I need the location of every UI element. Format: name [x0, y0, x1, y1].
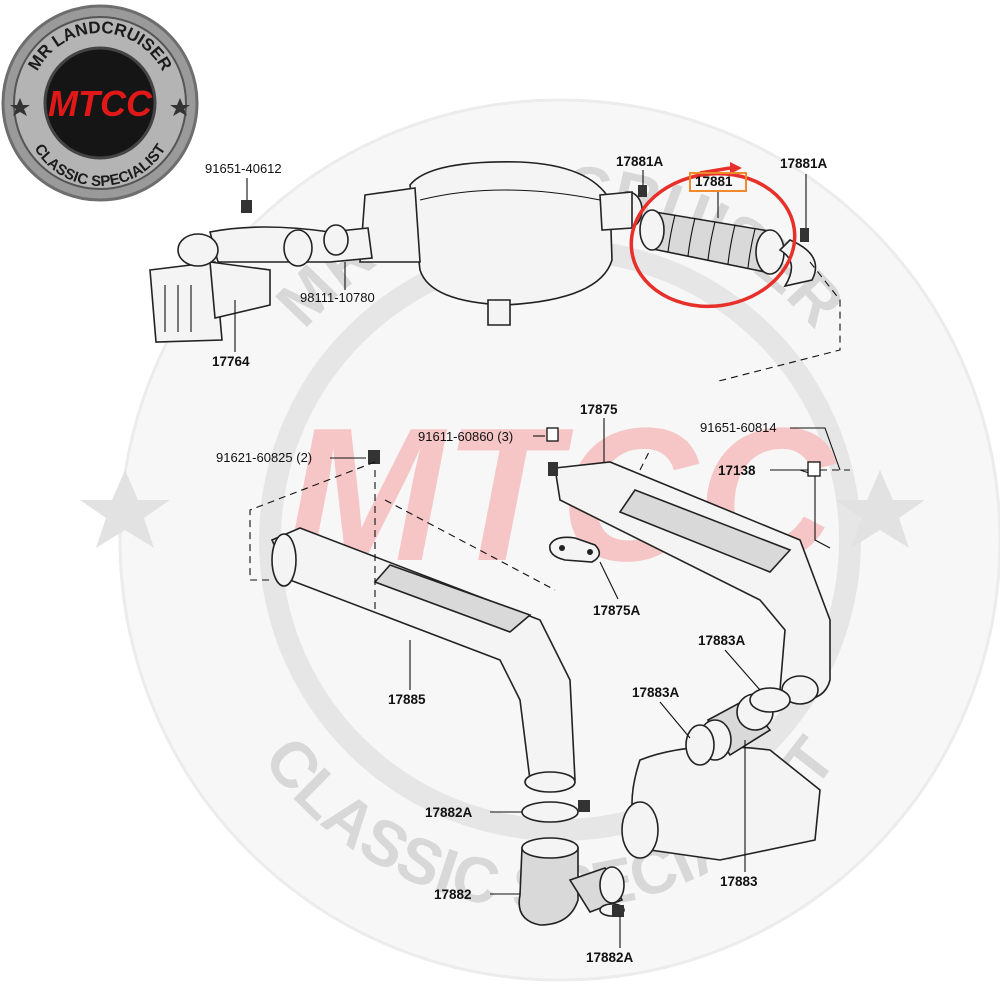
- clamp-17882a-upper: [521, 800, 590, 823]
- intercooler-pipe-17885: [270, 527, 576, 793]
- label-17885: 17885: [388, 692, 426, 707]
- label-91621-60825: 91621-60825 (2): [216, 450, 312, 465]
- air-cleaner-body: [359, 161, 613, 326]
- turbo-housing: [621, 745, 821, 861]
- bracket-17138: [799, 461, 831, 549]
- logo-mark: MTCC: [48, 83, 153, 124]
- label-17881a-right: 17881A: [780, 156, 828, 171]
- logo-inner-disc: [43, 46, 157, 160]
- label-17764: 17764: [212, 354, 250, 369]
- label-91651-40612: 91651-40612: [205, 161, 282, 176]
- clamp-17881a-right: [778, 228, 817, 288]
- airflow-meter: [149, 233, 271, 343]
- part-labels: 91651-40612 17881A 17881 17881A 98111-10…: [205, 154, 828, 965]
- clamp-17882a-lower: [599, 903, 625, 917]
- intake-duct-upper: [209, 224, 373, 267]
- label-17881: 17881: [695, 174, 733, 189]
- clamp-17881a-left: [599, 185, 647, 231]
- gasket-17875a: [548, 536, 601, 563]
- logo-star-left: [10, 98, 30, 116]
- bolt-91611-60860: [546, 427, 559, 442]
- intercooler-pipe-17875: [548, 461, 831, 705]
- hose-17881: [639, 209, 785, 275]
- label-17883a-upper: 17883A: [698, 633, 746, 648]
- label-98111-10780: 98111-10780: [300, 290, 375, 305]
- label-17881a-left: 17881A: [616, 154, 664, 169]
- leader-lines: [234, 170, 841, 948]
- label-17883a-lower: 17883A: [632, 685, 680, 700]
- label-17882a-lower: 17882A: [586, 950, 634, 965]
- bolt-91621-60825: [368, 450, 380, 464]
- bolt-91651-40612: [241, 200, 252, 213]
- logo-star-right: [170, 98, 190, 116]
- watermark-star-left: [80, 470, 170, 548]
- clamps-17883a: [685, 687, 791, 766]
- label-17883: 17883: [720, 874, 758, 889]
- label-17882a-upper: 17882A: [425, 805, 473, 820]
- dashed-guide-lines: [249, 261, 850, 610]
- label-17882: 17882: [434, 887, 472, 902]
- hose-17882: [518, 837, 625, 926]
- label-17138: 17138: [718, 463, 756, 478]
- highlight-17881: [629, 162, 797, 309]
- logo-badge: MR LANDCRUISER CLASSIC SPECIALIST MTCC: [1, 4, 199, 202]
- highlight-arrow-head: [730, 162, 742, 174]
- label-91611-60860: 91611-60860 (3): [418, 429, 513, 444]
- watermark-star-right: [835, 470, 925, 548]
- highlight-box: [689, 172, 747, 192]
- label-91651-60814: 91651-60814: [700, 420, 777, 435]
- highlight-circle: [629, 171, 797, 309]
- label-17875a: 17875A: [593, 603, 641, 618]
- label-17875: 17875: [580, 402, 618, 417]
